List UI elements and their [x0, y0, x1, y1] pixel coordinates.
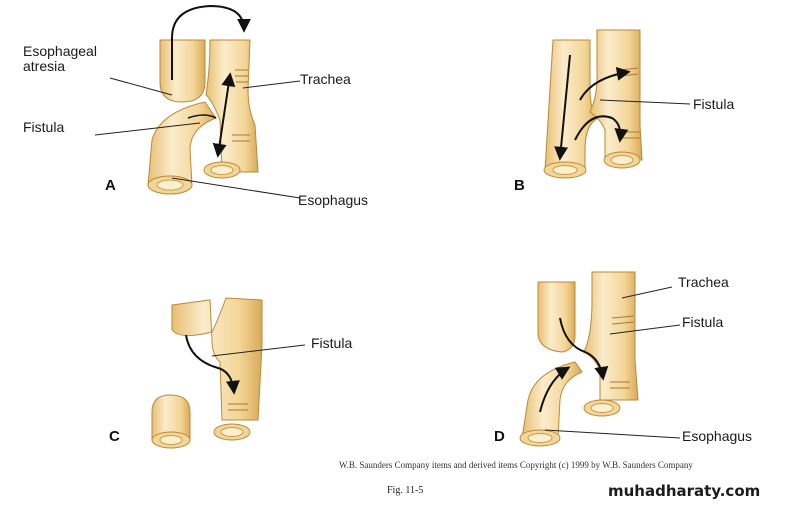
trachea-tube — [205, 39, 259, 173]
blind-lower-pouch-c — [151, 394, 191, 441]
panel-b-arrow-down — [554, 54, 571, 161]
panel-a-loop-arrow — [171, 4, 251, 80]
copyright-notice: W.B. Saunders Company items and derived … — [339, 460, 693, 470]
upper-esophageal-pouch — [159, 39, 206, 103]
label-esophageal-atresia: Esophageal atresia — [23, 43, 97, 74]
watermark: muhadharaty.com — [608, 482, 761, 500]
panel-c-illustration — [151, 297, 306, 449]
lower-esophagus-d — [521, 361, 583, 439]
panel-a-fistula-arrow — [212, 72, 236, 158]
label-esophagus-d: Esophagus — [682, 428, 753, 444]
label-trachea-d: Trachea — [678, 274, 729, 290]
label-esophagus-a: Esophagus — [298, 192, 369, 208]
label-fistula-d: Fistula — [682, 314, 724, 330]
panel-a-illustration — [94, 4, 301, 199]
panel-letter-d: D — [494, 428, 505, 445]
panel-b-arrow-fistula-up — [579, 66, 631, 101]
panel-d-arrow-lower — [539, 366, 571, 413]
label-fistula-a: Fistula — [23, 119, 65, 135]
figure-number: Fig. 11-5 — [387, 485, 424, 496]
trachea-tube-b — [589, 29, 643, 161]
esophagus-tube-b — [544, 39, 599, 171]
label-trachea-a: Trachea — [300, 71, 351, 87]
panel-c-fistula-arrow — [185, 334, 240, 395]
panel-letter-c: C — [109, 428, 120, 445]
panel-d-illustration — [519, 271, 681, 447]
trachea-tube-d — [583, 271, 639, 401]
panel-d-arrow-upper — [559, 317, 609, 381]
label-fistula-b: Fistula — [693, 96, 735, 112]
panel-b-arrow-fistula-down — [574, 115, 629, 143]
panel-letter-a: A — [105, 177, 116, 194]
panel-b-illustration — [543, 29, 691, 179]
label-fistula-c: Fistula — [311, 335, 353, 351]
panel-letter-b: B — [514, 177, 525, 194]
